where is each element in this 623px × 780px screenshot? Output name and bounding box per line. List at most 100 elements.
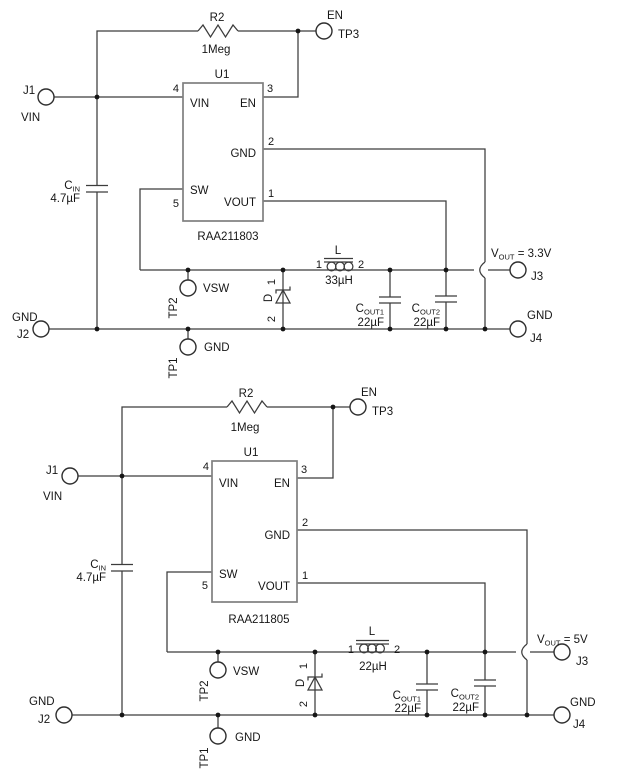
cout2-value-label: 22µF	[414, 317, 440, 329]
pin5-number: 5	[173, 198, 179, 210]
connector-j1-circle	[61, 467, 79, 485]
inductor-value-label: 33µH	[325, 275, 353, 287]
j2-signal-label: GND	[29, 696, 55, 708]
cin-refdes-label: CIN	[90, 559, 106, 573]
pin4-number: 4	[173, 83, 179, 95]
pin-vin-name: VIN	[190, 98, 209, 110]
cout1-refdes-label: COUT1	[356, 303, 384, 317]
testpoint-tp2-circle	[179, 279, 197, 297]
pin2-number: 2	[302, 517, 308, 529]
diode-pin2-number: 2	[298, 701, 310, 707]
pin-sw-name: SW	[190, 185, 209, 197]
ic-part-label: RAA211805	[228, 614, 289, 626]
inductor-pin1-number: 1	[348, 644, 354, 656]
pin1-number: 1	[302, 570, 308, 582]
circuit-raa211803: R2 1Meg EN TP3 J1 VIN U1 4 3 VIN EN 2 GN…	[12, 10, 553, 379]
inductor-refdes-label: L	[369, 626, 376, 638]
inductor-value-label: 22µH	[359, 661, 387, 673]
connector-j2-circle	[32, 320, 50, 338]
inductor-symbol	[324, 257, 354, 272]
diode-refdes-label: D	[295, 679, 307, 687]
testpoint-tp1-circle	[209, 727, 227, 745]
tp1-signal-label: GND	[235, 732, 261, 744]
tp2-signal-label: VSW	[203, 283, 229, 295]
connector-j4-circle	[553, 706, 571, 724]
inductor-symbol	[356, 639, 389, 654]
testpoint-tp3-circle	[315, 22, 333, 40]
testpoint-tp3-circle	[349, 398, 367, 416]
junction-dots	[94, 28, 488, 332]
connector-j2-circle	[55, 706, 73, 724]
tp3-refdes-label: TP3	[338, 29, 359, 41]
j1-signal-label: VIN	[43, 491, 62, 503]
wire-en-pin	[263, 31, 299, 98]
wire-gnd-pin	[297, 529, 528, 715]
tp2-refdes-label: TP2	[199, 680, 211, 701]
diode-pin1-number: 1	[298, 663, 310, 669]
pin-en-name: EN	[240, 98, 256, 110]
wire-r2-branch	[96, 30, 316, 97]
ic-body	[211, 460, 298, 603]
diode-pin2-number: 2	[266, 316, 278, 322]
r2-refdes-label: R2	[239, 388, 254, 400]
wire-vout-pin	[297, 582, 486, 652]
r2-value-label: 1Meg	[202, 44, 231, 56]
cin-capacitor-symbol	[86, 184, 108, 193]
pin-gnd-name: GND	[264, 530, 290, 542]
u1-refdes-label: U1	[244, 447, 259, 459]
vout-net-label: VOUT = 5V	[537, 634, 588, 648]
cin-capacitor-symbol	[111, 563, 133, 572]
tp1-refdes-label: TP1	[199, 747, 211, 768]
wire-r2-branch	[121, 406, 350, 476]
pin3-number: 3	[267, 83, 273, 95]
inductor-pin1-number: 1	[316, 259, 322, 271]
pin5-number: 5	[202, 580, 208, 592]
cin-value-label: 4.7µF	[76, 572, 106, 584]
connector-j4-circle	[509, 320, 527, 338]
j2-refdes-label: J2	[17, 329, 29, 341]
vout-net-label: VOUT = 3.3V	[491, 248, 552, 262]
j4-refdes-label: J4	[530, 333, 543, 345]
connector-j3-circle	[509, 261, 527, 279]
wire-sw-pin	[139, 188, 183, 270]
r2-value-label: 1Meg	[231, 422, 260, 434]
j3-refdes-label: J3	[531, 271, 543, 283]
pin1-number: 1	[268, 188, 274, 200]
tp2-signal-label: VSW	[233, 666, 259, 678]
diode-refdes-label: D	[263, 294, 275, 302]
cout2-capacitor-symbol	[474, 679, 496, 687]
tp3-refdes-label: TP3	[372, 406, 393, 418]
tp3-signal-label: EN	[361, 387, 377, 399]
cout1-value-label: 22µF	[395, 703, 421, 715]
diode-pin1-number: 1	[266, 279, 278, 285]
pin-en-name: EN	[274, 478, 290, 490]
cin-refdes-label: CIN	[64, 180, 80, 194]
testpoint-tp2-circle	[209, 661, 227, 679]
cout2-value-label: 22µF	[453, 702, 479, 714]
tp1-signal-label: GND	[204, 342, 230, 354]
schottky-diode-symbol	[306, 673, 324, 691]
pin3-number: 3	[301, 464, 307, 476]
j3-refdes-label: J3	[576, 656, 588, 668]
j1-signal-label: VIN	[21, 112, 40, 124]
cout1-capacitor-symbol	[379, 296, 401, 304]
inductor-refdes-label: L	[335, 245, 342, 257]
cin-value-label: 4.7µF	[50, 193, 80, 205]
pin4-number: 4	[203, 461, 209, 473]
cout1-refdes-label: COUT1	[393, 690, 421, 704]
wire-hop	[521, 643, 528, 661]
inductor-pin2-number: 2	[394, 644, 400, 656]
resistor-symbol	[226, 399, 268, 415]
tp3-signal-label: EN	[327, 10, 343, 22]
pin-sw-name: SW	[219, 569, 238, 581]
resistor-symbol	[197, 23, 239, 39]
ic-part-label: RAA211803	[197, 231, 258, 243]
j2-refdes-label: J2	[38, 714, 50, 726]
j2-signal-label: GND	[12, 312, 38, 324]
wire-gnd-pin	[263, 148, 486, 329]
j1-refdes-label: J1	[46, 465, 58, 477]
inductor-pin2-number: 2	[358, 259, 364, 271]
cout1-capacitor-symbol	[416, 683, 438, 691]
junction-dots	[119, 404, 530, 718]
